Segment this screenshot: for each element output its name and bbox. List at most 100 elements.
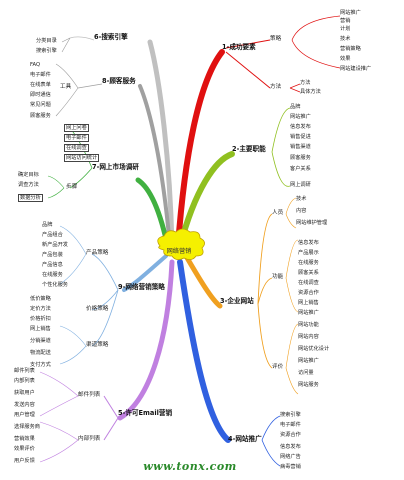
b9-leaf: 产品信息 [42,262,63,268]
b1-leaf: 效果 [340,56,351,62]
b4-leaf: 病毒营销 [280,464,301,470]
b1-leaf: 营销策略 [340,46,361,52]
b3-leaf: 内容 [296,208,307,214]
b1-leaf: 网站建设推广 [340,66,372,72]
b2-leaf: 客户关系 [290,166,311,172]
b4-leaf: 搜索引擎 [280,412,301,418]
b2-leaf: 网上调研 [290,182,311,188]
b2-leaf: 网站推广 [290,114,311,120]
b3-leaf: 网站维护管理 [296,220,328,226]
b1-leaf-2: 具体方法 [300,89,321,95]
b8-group-tools: 工具 [60,84,72,90]
b5-leaf: 用户反馈 [14,458,35,464]
b9-leaf: 定价方法 [30,306,51,312]
watermark-text: www.tonx.com [143,460,237,473]
b4-leaf: 信息发布 [280,444,301,450]
b4-leaf: 资源合作 [280,432,301,438]
branch-5-line [117,259,175,421]
b3-leaf: 访问量 [298,370,314,376]
b4-leaf: 电子邮件 [280,422,301,428]
b8-leaf: 顾客服务 [30,113,51,119]
b3-leaf: 技术 [296,196,307,202]
b3-leaf: 在线调查 [298,280,319,286]
b9-leaf: 品牌 [42,222,53,228]
b5-leaf: 获取用户 [14,390,35,396]
branch-8-label: 8-顾客服务 [102,77,136,85]
b5-leaf: 选择服务商 [14,424,40,430]
b3-leaf: 网站功能 [298,322,319,328]
b9-leaf: 新产品开发 [42,242,68,248]
branch-2-label: 2-主要职能 [232,145,266,153]
b8-leaf: 电子邮件 [30,72,51,78]
b3-leaf: 产品展示 [298,250,319,256]
b5-leaf: 发送内容 [14,402,35,408]
b1-group-method: 方法 [270,84,282,90]
b9-group-channel: 渠道策略 [86,342,109,348]
b8-leaf: 常见问题 [30,102,51,108]
b1-leaf: 技术 [340,36,351,42]
center-label: 网络营销 [166,248,192,255]
b5-leaf: 内部列表 [14,378,35,384]
b9-group-product: 产品策略 [86,250,109,256]
branch-5-label: 5-许可Email营销 [118,409,173,417]
b7-leaf: 在线调查 [64,144,89,152]
branch-3-line [183,253,223,309]
b7-leaf: 电子邮件 [64,134,89,142]
center-cloud [157,228,205,260]
b8-leaf: 即时通信 [30,92,51,98]
branch-4-line [177,259,231,443]
b1-leaf: 网站推广 [340,10,361,16]
b3-leaf: 在线服务 [298,260,319,266]
branch-3-label: 3-企业网站 [220,297,254,305]
b3-group-evaluation: 评价 [272,364,284,370]
b9-leaf: 分销渠道 [30,338,51,344]
b2-leaf: 顾客服务 [290,155,311,161]
b5-leaf: 效果评价 [14,446,35,452]
b3-leaf: 网站推广 [298,358,319,364]
b1-leaf-2: 方法 [300,80,311,86]
b6-leaf: 搜索引擎 [36,48,57,54]
b3-leaf: 网站推广 [298,310,319,316]
b9-leaf: 个性化服务 [42,282,68,288]
branch-9-label: 9-网络营销策略 [118,283,165,291]
branch-1-label: 1-成功要素 [222,43,256,51]
b9-leaf: 价格折扣 [30,316,51,322]
b6-leaf: 分类目录 [36,38,57,44]
b5-leaf: 用户管理 [14,412,35,418]
b9-leaf: 低价策略 [30,296,51,302]
b3-leaf: 网站优化设计 [298,346,330,352]
b3-leaf: 网站内容 [298,334,319,340]
b1-leaf: 营销 [340,18,351,24]
b7-leaf: 调查方法 [18,182,39,188]
b5-leaf: 邮件列表 [14,368,35,374]
b7-leaf: 网站访问统计 [64,154,100,162]
b9-leaf: 物流配送 [30,350,51,356]
b7-group-steps: 步骤 [66,184,78,190]
b3-leaf: 顾客关系 [298,270,319,276]
b5-leaf: 营销效果 [14,436,35,442]
b4-leaf: 网络广告 [280,454,301,460]
b1-group-strategy: 策略 [270,36,282,42]
b3-group-people: 人员 [272,210,284,216]
branch-1-line [175,49,225,249]
b9-leaf: 在线服务 [42,272,63,278]
b3-leaf: 网站服务 [298,382,319,388]
b9-leaf: 支付方式 [30,362,51,368]
branch-9-line [122,254,168,292]
branch-8-line [138,84,172,248]
b1-leaf: 计划 [340,26,351,32]
branch-4-label: 4-网站推广 [228,435,262,443]
b7-leaf: 确定目标 [18,172,39,178]
b9-group-price: 价格策略 [86,306,109,312]
b7-leaf: 网上问卷 [64,124,89,132]
branch-6-label: 6-搜索引擎 [94,33,128,41]
b9-leaf: 网上销售 [30,326,51,332]
b2-leaf: 销售渠道 [290,144,311,150]
b8-leaf: 在线表单 [30,82,51,88]
b3-leaf: 资源合作 [298,290,319,296]
b5-group-list: 邮件列表 [78,392,101,398]
b3-leaf: 信息发布 [298,240,319,246]
b5-group-internal: 内部列表 [78,436,101,442]
b3-leaf: 网上销售 [298,300,319,306]
